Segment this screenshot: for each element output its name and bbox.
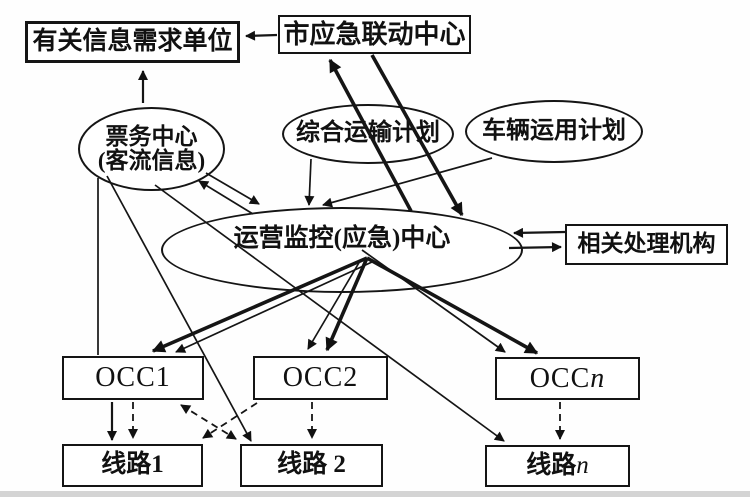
- node-operations-center: 运营监控(应急)中心: [161, 207, 523, 293]
- node-occ1-label: OCC1: [95, 362, 171, 394]
- node-operations-center-label: 运营监控(应急)中心: [233, 224, 451, 252]
- node-transport-plan: 综合运输计划: [282, 104, 454, 164]
- node-line2-label: 线路 2: [277, 451, 346, 479]
- node-info-demand-units: 有关信息需求单位: [25, 21, 240, 63]
- node-transport-plan-label: 综合运输计划: [296, 120, 440, 147]
- node-ticketing-center: 票务中心 (客流信息): [78, 107, 225, 191]
- node-occ1: OCC1: [62, 356, 204, 400]
- node-line1: 线路1: [62, 444, 203, 487]
- node-linen-var: n: [576, 451, 589, 479]
- node-city-emergency-center: 市应急联动中心: [278, 15, 471, 54]
- edge-occ1-line2-dashed-bidir: [180, 404, 237, 440]
- node-occ2: OCC2: [253, 356, 388, 400]
- node-ticketing-center-line1: 票务中心: [105, 123, 198, 149]
- node-occ2-label: OCC2: [282, 362, 359, 394]
- node-city-emergency-center-label: 市应急联动中心: [283, 19, 466, 49]
- edge-ops-to-ticket: [198, 180, 254, 215]
- node-occn-var: n: [590, 362, 606, 394]
- dashed-edges: [128, 402, 565, 440]
- edge-transport-to-ops: [304, 158, 315, 206]
- edge-occ2-to-line1-dashed: [202, 402, 258, 439]
- node-linen: 线路 n: [485, 445, 630, 487]
- node-ticketing-center-line2: (客流信息): [97, 148, 206, 173]
- node-info-demand-units-label: 有关信息需求单位: [32, 27, 233, 55]
- scan-edge-shadow: [0, 491, 750, 497]
- node-linen-label: 线路: [526, 451, 577, 479]
- edge-ticket-to-ops: [205, 172, 260, 205]
- edge-city-to-info-units: [245, 30, 278, 41]
- node-related-agencies: 相关处理机构: [565, 224, 728, 265]
- node-vehicle-plan: 车辆运用计划: [465, 100, 643, 163]
- node-line2: 线路 2: [240, 444, 383, 487]
- edge-agencies-to-ops: [513, 227, 566, 238]
- node-occn-label: OCC: [529, 362, 591, 394]
- edge-vehicle-to-ops: [322, 157, 493, 208]
- thick-edges: [151, 54, 539, 355]
- node-line1-label: 线路1: [101, 451, 164, 479]
- node-related-agencies-label: 相关处理机构: [577, 231, 716, 257]
- node-vehicle-plan-label: 车辆运用计划: [482, 117, 626, 144]
